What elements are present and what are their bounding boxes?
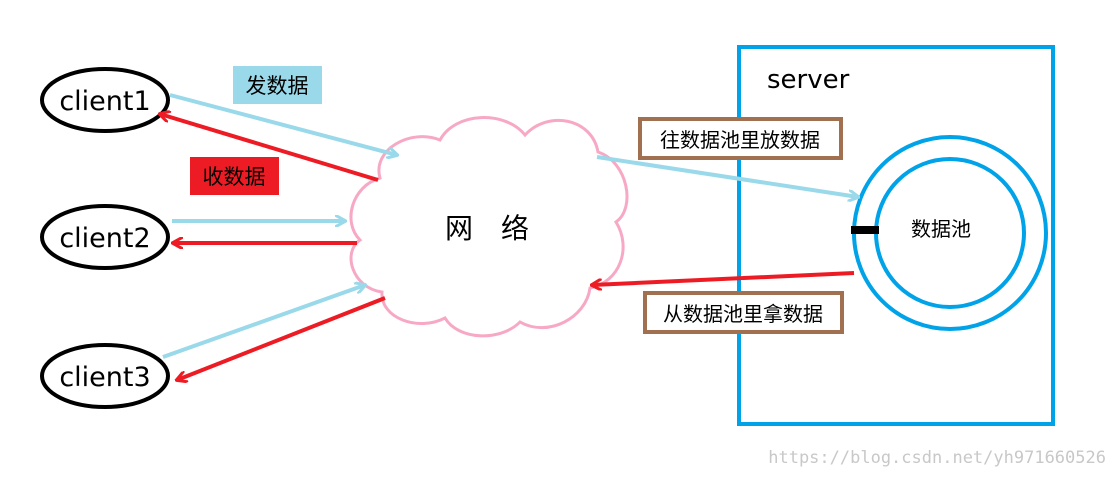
client-node-1: client1: [40, 67, 170, 133]
take-annotation-box: [643, 291, 844, 334]
client-label: client3: [59, 362, 150, 393]
client-label: client2: [59, 223, 150, 254]
data-pool-port: [851, 226, 879, 234]
send-arrow-client3: [162, 285, 365, 359]
receive-label-box: [190, 157, 279, 195]
client-label: client1: [59, 86, 150, 117]
server-box: [737, 45, 1055, 426]
network-label: 网 络: [445, 212, 529, 245]
watermark: https://blog.csdn.net/yh971660526: [768, 448, 1106, 468]
put-arrow-to-pool: [596, 155, 858, 197]
server-label: server: [767, 65, 850, 95]
send-label-box: [233, 66, 322, 104]
take-annotation-label: 从数据池里拿数据: [663, 302, 823, 326]
send-arrow-client1: [169, 93, 397, 155]
receive-label: 收数据: [203, 165, 266, 189]
take-arrow-from-pool: [592, 271, 855, 285]
put-annotation-box: [638, 117, 843, 160]
receive-arrow-client3: [177, 296, 386, 380]
receive-arrow-client1: [160, 114, 379, 182]
put-annotation-label: 往数据池里放数据: [660, 128, 820, 152]
send-label: 发数据: [246, 74, 309, 98]
client-node-2: client2: [40, 204, 170, 270]
data-pool-label: 数据池: [911, 217, 971, 241]
client-node-3: client3: [40, 343, 170, 409]
